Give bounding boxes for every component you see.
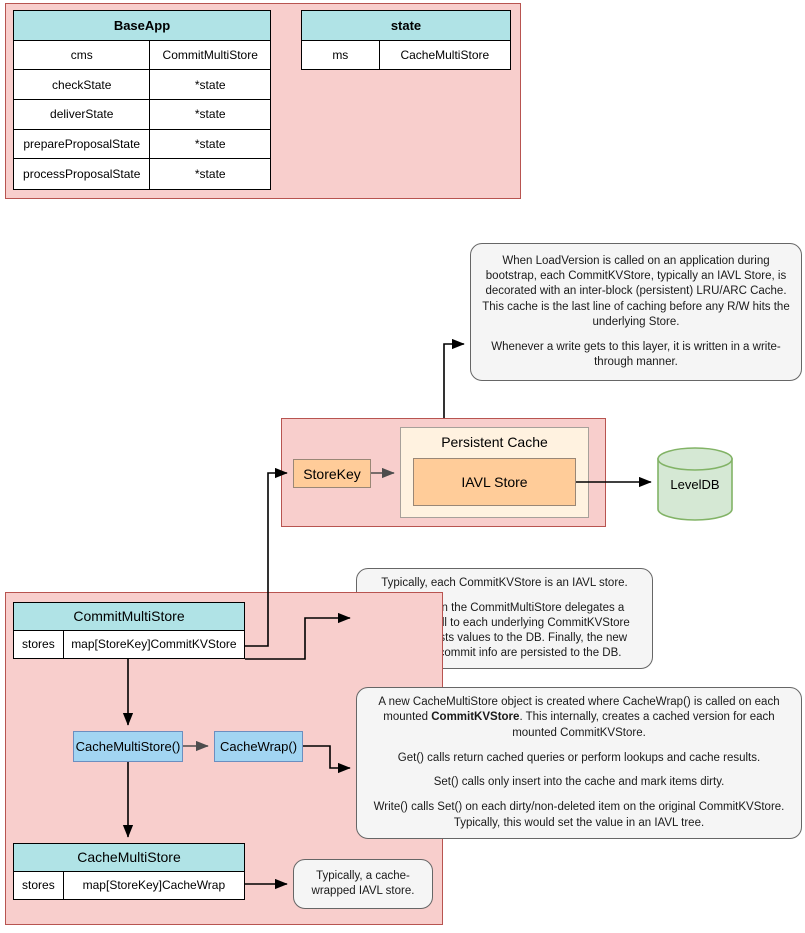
cachewrap-note-para4: Write() calls Set() on each dirty/non-de…	[373, 801, 785, 829]
connector-cache-to-note	[443, 338, 465, 418]
state-table-title: state	[302, 11, 510, 41]
persistent-cache-label: Persistent Cache	[441, 434, 548, 450]
state-table: state ms CacheMultiStore	[301, 10, 511, 70]
cache-multistore-call-box: CacheMultiStore()	[73, 731, 183, 762]
commit-multistore-row-key: stores	[14, 630, 64, 658]
commit-multistore-row-value: map[StoreKey]CommitKVStore	[71, 637, 237, 652]
cachewrap-note-para1-b: CommitKVStore	[431, 711, 520, 724]
cache-multistore-table: CacheMultiStore stores map[StoreKey]Cach…	[13, 843, 245, 900]
baseapp-row-value: *state	[194, 107, 226, 122]
persistent-cache-note-para1: When LoadVersion is called on an applica…	[482, 255, 790, 328]
table-row: checkState *state	[14, 70, 270, 101]
cache-multistore-row-key: stores	[14, 871, 64, 899]
cache-multistore-row-value: map[StoreKey]CacheWrap	[82, 878, 226, 893]
cachewrapped-note-text: Typically, a cache-wrapped IAVL store.	[311, 869, 415, 897]
leveldb-icon	[657, 447, 733, 521]
table-row: stores map[StoreKey]CacheWrap	[14, 871, 244, 899]
cachewrap-note-para1: A new CacheMultiStore object is created …	[365, 695, 793, 741]
state-row-value: CacheMultiStore	[400, 47, 490, 62]
cache-wrap-call-box: CacheWrap()	[214, 731, 303, 762]
baseapp-row-value: *state	[194, 137, 226, 152]
cachewrap-note-para2: Get() calls return cached queries or per…	[397, 751, 761, 764]
baseapp-row-value: CommitMultiStore	[162, 48, 258, 62]
table-row: ms CacheMultiStore	[302, 40, 510, 69]
persistent-cache-note: When LoadVersion is called on an applica…	[470, 243, 802, 381]
table-row: processProposalState *state	[14, 159, 270, 190]
cachewrap-note-para1-c: . This internally, creates a cached vers…	[512, 711, 775, 739]
baseapp-row-key: deliverState	[14, 100, 151, 129]
commit-multistore-table: CommitMultiStore stores map[StoreKey]Com…	[13, 602, 245, 659]
state-row-key: ms	[302, 40, 380, 69]
persistent-cache-note-para2: Whenever a write gets to this layer, it …	[491, 340, 781, 368]
table-row: deliverState *state	[14, 100, 270, 130]
cachewrap-note-para3: Set() calls only insert into the cache a…	[433, 776, 725, 789]
storekey-box: StoreKey	[293, 459, 371, 488]
iavl-store-box: IAVL Store	[413, 458, 576, 506]
baseapp-row-key: cms	[14, 40, 151, 70]
cache-multistore-title: CacheMultiStore	[14, 844, 244, 872]
baseapp-table: BaseApp cms CommitMultiStore checkState …	[13, 10, 271, 190]
baseapp-row-key: processProposalState	[14, 159, 151, 190]
cachewrap-note-para1-a: A new CacheMultiStore object is created …	[378, 696, 780, 724]
commit-multistore-title: CommitMultiStore	[14, 603, 244, 631]
cachewrapped-note: Typically, a cache-wrapped IAVL store.	[293, 859, 433, 909]
baseapp-row-key: checkState	[14, 70, 151, 100]
commit-note-para1: Typically, each CommitKVStore is an IAVL…	[381, 576, 628, 589]
table-row: cms CommitMultiStore	[14, 40, 270, 71]
baseapp-row-value: *state	[194, 167, 226, 182]
baseapp-row-key: prepareProposalState	[14, 129, 151, 159]
baseapp-row-value: *state	[194, 77, 226, 92]
table-row: prepareProposalState *state	[14, 129, 270, 160]
baseapp-table-title: BaseApp	[14, 11, 270, 41]
cachewrap-note: A new CacheMultiStore object is created …	[356, 687, 802, 839]
table-row: stores map[StoreKey]CommitKVStore	[14, 630, 244, 658]
leveldb-cylinder: LevelDB	[657, 447, 733, 521]
